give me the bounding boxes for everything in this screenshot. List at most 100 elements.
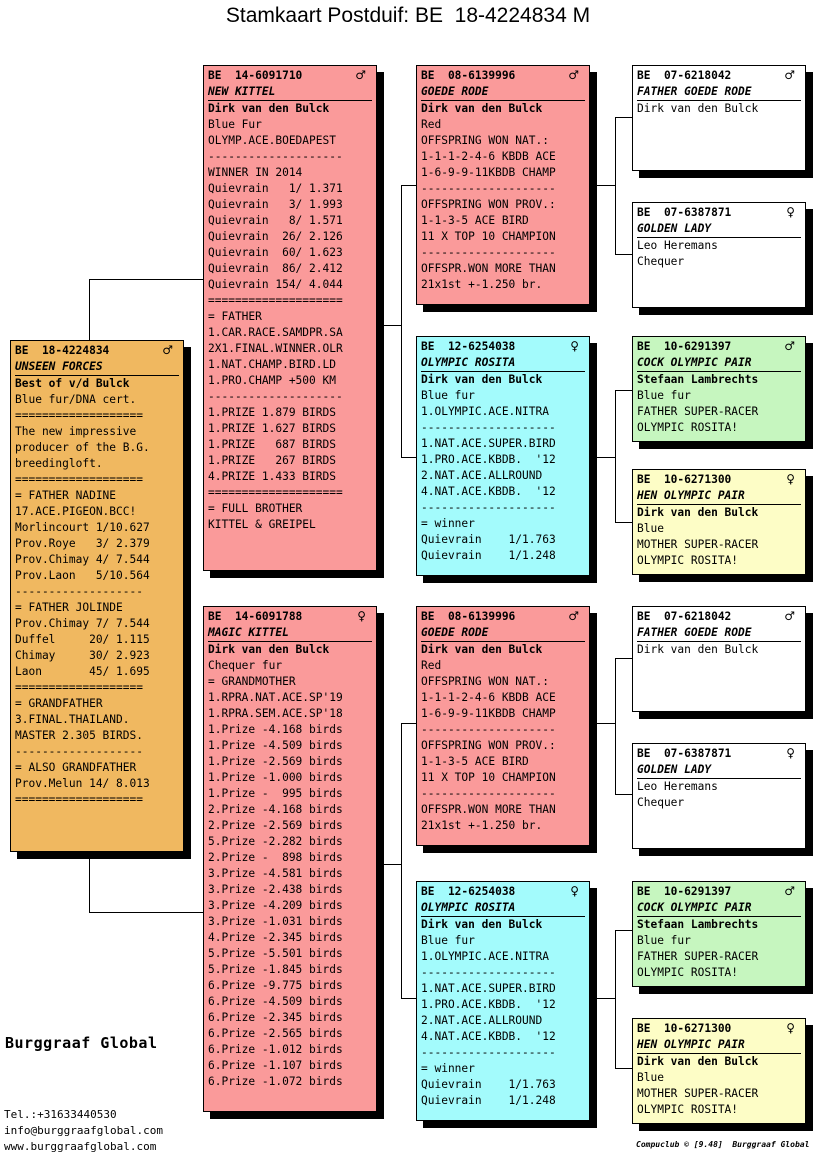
- info-line: --------------------: [421, 723, 556, 736]
- female-symbol-icon: ♀: [786, 472, 795, 486]
- connector-line: [615, 522, 632, 523]
- owner-name: Dirk van den Bulck: [208, 643, 330, 656]
- info-line: Chequer: [637, 255, 685, 268]
- info-line: MASTER 2.305 BIRDS.: [15, 729, 143, 742]
- connector-line: [615, 117, 616, 254]
- divider: [208, 641, 372, 642]
- connector-line: [383, 864, 401, 865]
- info-line: Chequer fur: [208, 659, 283, 672]
- ring-number: BE 10-6291397: [637, 885, 732, 898]
- info-line: breedingloft.: [15, 457, 103, 470]
- pigeon-card-great-grandparent[interactable]: BE 07-6218042 ♂ FATHER GOEDE RODE Dirk van …: [632, 65, 806, 171]
- contact-email[interactable]: info@burggraafglobal.com: [4, 1124, 163, 1137]
- connector-line: [401, 723, 402, 999]
- pigeon-name: OLYMPIC ROSITA: [421, 356, 516, 369]
- info-line: = winner: [421, 1062, 475, 1075]
- info-line: 2X1.FINAL.WINNER.OLR: [208, 342, 343, 355]
- divider: [637, 371, 801, 372]
- info-line: The new impressive: [15, 425, 137, 438]
- info-line: OFFSPRING WON NAT.:: [421, 675, 549, 688]
- pigeon-name: HEN OLYMPIC PAIR: [637, 489, 745, 502]
- info-line: 1-1-1-2-4-6 KBDB ACE: [421, 691, 556, 704]
- info-line: 11 X TOP 10 CHAMPION: [421, 230, 556, 243]
- info-line: KITTEL & GREIPEL: [208, 518, 316, 531]
- divider: [208, 100, 372, 101]
- male-symbol-icon: ♂: [784, 339, 795, 353]
- info-line: 2.NAT.ACE.ALLROUND: [421, 1014, 543, 1027]
- female-symbol-icon: ♀: [570, 884, 579, 898]
- ring-number: BE 08-6139996: [421, 610, 516, 623]
- info-line: 1-6-9-9-11KBDB CHAMP: [421, 707, 556, 720]
- info-line: --------------------: [421, 246, 556, 259]
- info-line: OFFSPRING WON PROV.:: [421, 198, 556, 211]
- info-line: 1.Prize -4.509 birds: [208, 739, 343, 752]
- info-line: = FATHER: [208, 310, 262, 323]
- connector-line: [615, 117, 632, 118]
- connector-line: [615, 930, 632, 931]
- info-line: ===================: [15, 409, 143, 422]
- info-line: 3.Prize -4.581 birds: [208, 867, 343, 880]
- owner-name: Dirk van den Bulck: [637, 1055, 759, 1068]
- info-line: ====================: [208, 486, 343, 499]
- pigeon-name: FATHER GOEDE RODE: [637, 626, 752, 639]
- info-line: Red: [421, 118, 442, 131]
- info-line: FATHER SUPER-RACER: [637, 405, 759, 418]
- pigeon-name: GOEDE RODE: [421, 626, 489, 639]
- brand-name: Burggraaf Global: [5, 1034, 158, 1052]
- male-symbol-icon: ♂: [568, 68, 579, 82]
- info-line: 6.Prize -4.509 birds: [208, 995, 343, 1008]
- info-line: 5.Prize -1.845 birds: [208, 963, 343, 976]
- ring-number: BE 07-6387871: [637, 206, 732, 219]
- info-line: 3.Prize -2.438 birds: [208, 883, 343, 896]
- connector-line: [401, 457, 416, 458]
- info-line: Quievrain 1/1.763: [421, 533, 556, 546]
- male-symbol-icon: ♂: [784, 68, 795, 82]
- female-symbol-icon: ♀: [357, 609, 366, 623]
- pigeon-name: GOEDE RODE: [421, 85, 489, 98]
- info-line: ===================: [15, 473, 143, 486]
- connector-line: [615, 254, 632, 255]
- divider: [637, 916, 801, 917]
- info-line: Dirk van den Bulck: [637, 102, 759, 115]
- info-line: Blue: [637, 1071, 664, 1084]
- info-line: 6.Prize -1.072 birds: [208, 1075, 343, 1088]
- info-line: 1.Prize -1.000 birds: [208, 771, 343, 784]
- info-line: = ALSO GRANDFATHER: [15, 761, 137, 774]
- pigeon-name: NEW KITTEL: [208, 85, 276, 98]
- info-line: --------------------: [208, 390, 343, 403]
- contact-website[interactable]: www.burggraafglobal.com: [4, 1140, 157, 1153]
- info-line: ===================: [15, 681, 143, 694]
- info-line: Prov.Chimay 7/ 7.544: [15, 617, 150, 630]
- ring-number: BE 07-6387871: [637, 747, 732, 760]
- info-line: Quievrain 1/1.248: [421, 1094, 556, 1107]
- pigeon-name: FATHER GOEDE RODE: [637, 85, 752, 98]
- info-line: 1.Prize - 995 birds: [208, 787, 343, 800]
- info-line: 1.PRO.ACE.KBDB. '12: [421, 453, 556, 466]
- connector-line: [597, 457, 615, 458]
- connector-line: [597, 998, 615, 999]
- info-line: -------------------: [15, 585, 143, 598]
- owner-name: Stefaan Lambrechts: [637, 373, 759, 386]
- info-line: Chequer: [637, 796, 685, 809]
- pigeon-name: COCK OLYMPIC PAIR: [637, 901, 752, 914]
- pigeon-name: GOLDEN LADY: [637, 763, 712, 776]
- info-line: Blue fur: [421, 934, 475, 947]
- ring-number: BE 07-6218042: [637, 69, 732, 82]
- info-line: 1.NAT.ACE.SUPER.BIRD: [421, 437, 556, 450]
- info-line: 6.Prize -1.012 birds: [208, 1043, 343, 1056]
- info-line: --------------------: [421, 966, 556, 979]
